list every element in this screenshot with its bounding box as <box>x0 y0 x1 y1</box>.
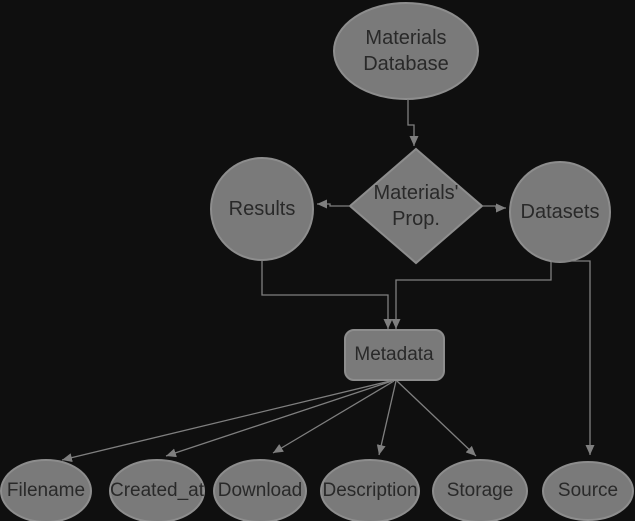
node-materials-prop-shape <box>348 147 484 265</box>
edge-metadata-to-description <box>376 380 397 456</box>
node-results-shape <box>210 157 314 261</box>
edge-metadata-to-filename <box>61 380 391 463</box>
edge-metadata-to-download <box>272 380 395 454</box>
node-datasets-shape <box>509 161 611 263</box>
edge-datasets-to-source <box>551 260 595 455</box>
edge-results-to-metadata <box>261 260 393 329</box>
edge-materials-database-to-materials-prop <box>407 99 419 146</box>
edge-materials-prop-to-results <box>317 199 350 209</box>
node-storage-shape <box>432 459 528 521</box>
node-filename-shape <box>0 459 92 521</box>
node-created-at-shape <box>109 459 205 521</box>
node-materials-database-shape <box>333 2 479 100</box>
node-source-shape <box>542 461 634 521</box>
node-metadata-shape <box>344 329 445 381</box>
edge-metadata-to-storage <box>396 380 477 457</box>
edge-metadata-to-created-at <box>165 380 393 458</box>
node-description-shape <box>320 459 420 521</box>
edge-datasets-to-metadata <box>391 262 552 329</box>
node-download-shape <box>213 459 307 521</box>
edge-materials-prop-to-datasets <box>482 203 506 213</box>
